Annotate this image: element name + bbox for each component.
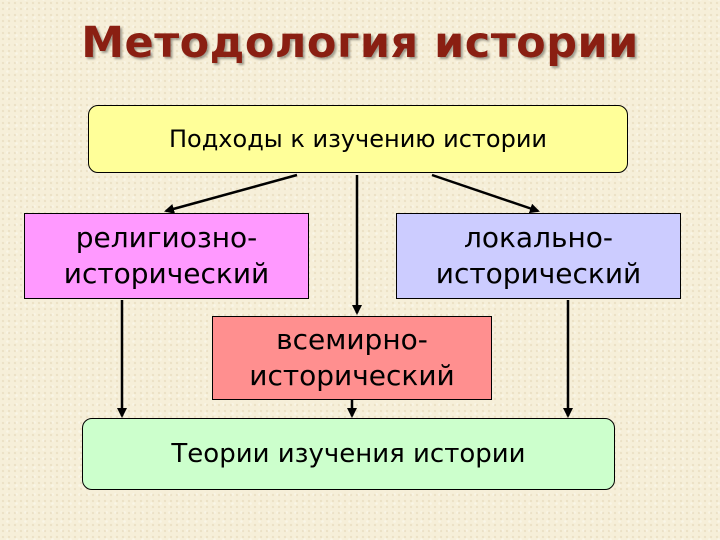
world-line1: всемирно- <box>276 323 428 356</box>
page-title: Методология истории <box>81 18 639 68</box>
local-historical-box: локально- исторический <box>396 213 681 299</box>
world-historical-box: всемирно- исторический <box>212 316 492 400</box>
approaches-label: Подходы к изучению истории <box>168 125 548 153</box>
arrow-approaches-to-religious <box>164 173 298 214</box>
religious-line2: исторический <box>63 257 270 290</box>
theories-box: Теории изучения истории <box>82 418 615 490</box>
local-line1: локально- <box>463 221 614 254</box>
theories-label: Теории изучения истории <box>171 439 526 469</box>
approaches-box: Подходы к изучению истории <box>88 105 628 173</box>
local-line2: исторический <box>435 257 642 290</box>
religious-historical-box: религиозно- исторический <box>24 213 309 299</box>
arrow-approaches-to-local <box>431 173 540 214</box>
religious-line1: религиозно- <box>75 221 258 254</box>
world-line2: исторический <box>249 359 455 392</box>
